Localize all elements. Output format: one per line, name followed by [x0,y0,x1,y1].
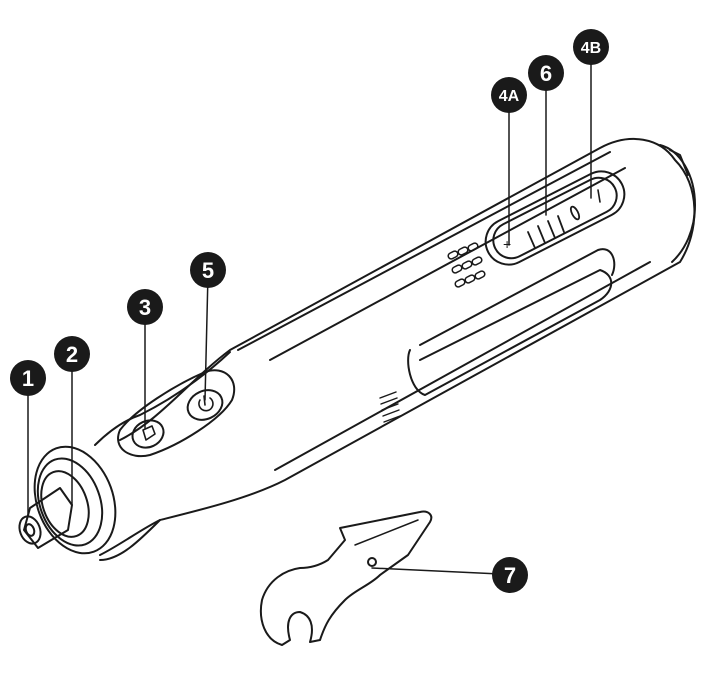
top-ridge [237,151,611,351]
grip-panel [407,269,613,396]
collet-nut [23,487,73,549]
callout-2-label: 2 [66,342,78,367]
callout-4b: 4B [573,29,609,65]
callout-6: 6 [528,55,564,91]
side-grip-ridges [379,391,401,423]
tool-body-outline [99,137,696,561]
callout-4a: 4A [491,77,527,113]
callout-3-label: 3 [139,295,151,320]
button-panel [117,369,235,458]
callout-1-label: 1 [22,366,34,391]
collet-ring-outer [33,445,117,555]
callout-3: 3 [127,289,163,325]
power-button [186,389,224,421]
callout-2: 2 [54,336,90,372]
speed-slider-housing [484,170,626,266]
collet-ring-inner [36,457,104,547]
callout-6-label: 6 [540,61,552,86]
wrench-hole [367,557,377,567]
lock-button [131,419,165,449]
callout-1: 1 [10,360,46,396]
slider-minus-mark: + [503,236,511,252]
callout-7: 7 [492,557,528,593]
callout-4a-label: 4A [499,88,520,105]
leader-lines [27,51,592,575]
callout-7-label: 7 [504,563,516,588]
callout-5: 5 [190,252,226,288]
tool-end-cap [659,144,696,263]
wrench-outline [260,510,433,646]
speed-slider-ticks [527,205,581,249]
callout-4b-label: 4B [581,40,601,57]
callout-5-label: 5 [202,258,214,283]
vent-slots [447,242,486,288]
